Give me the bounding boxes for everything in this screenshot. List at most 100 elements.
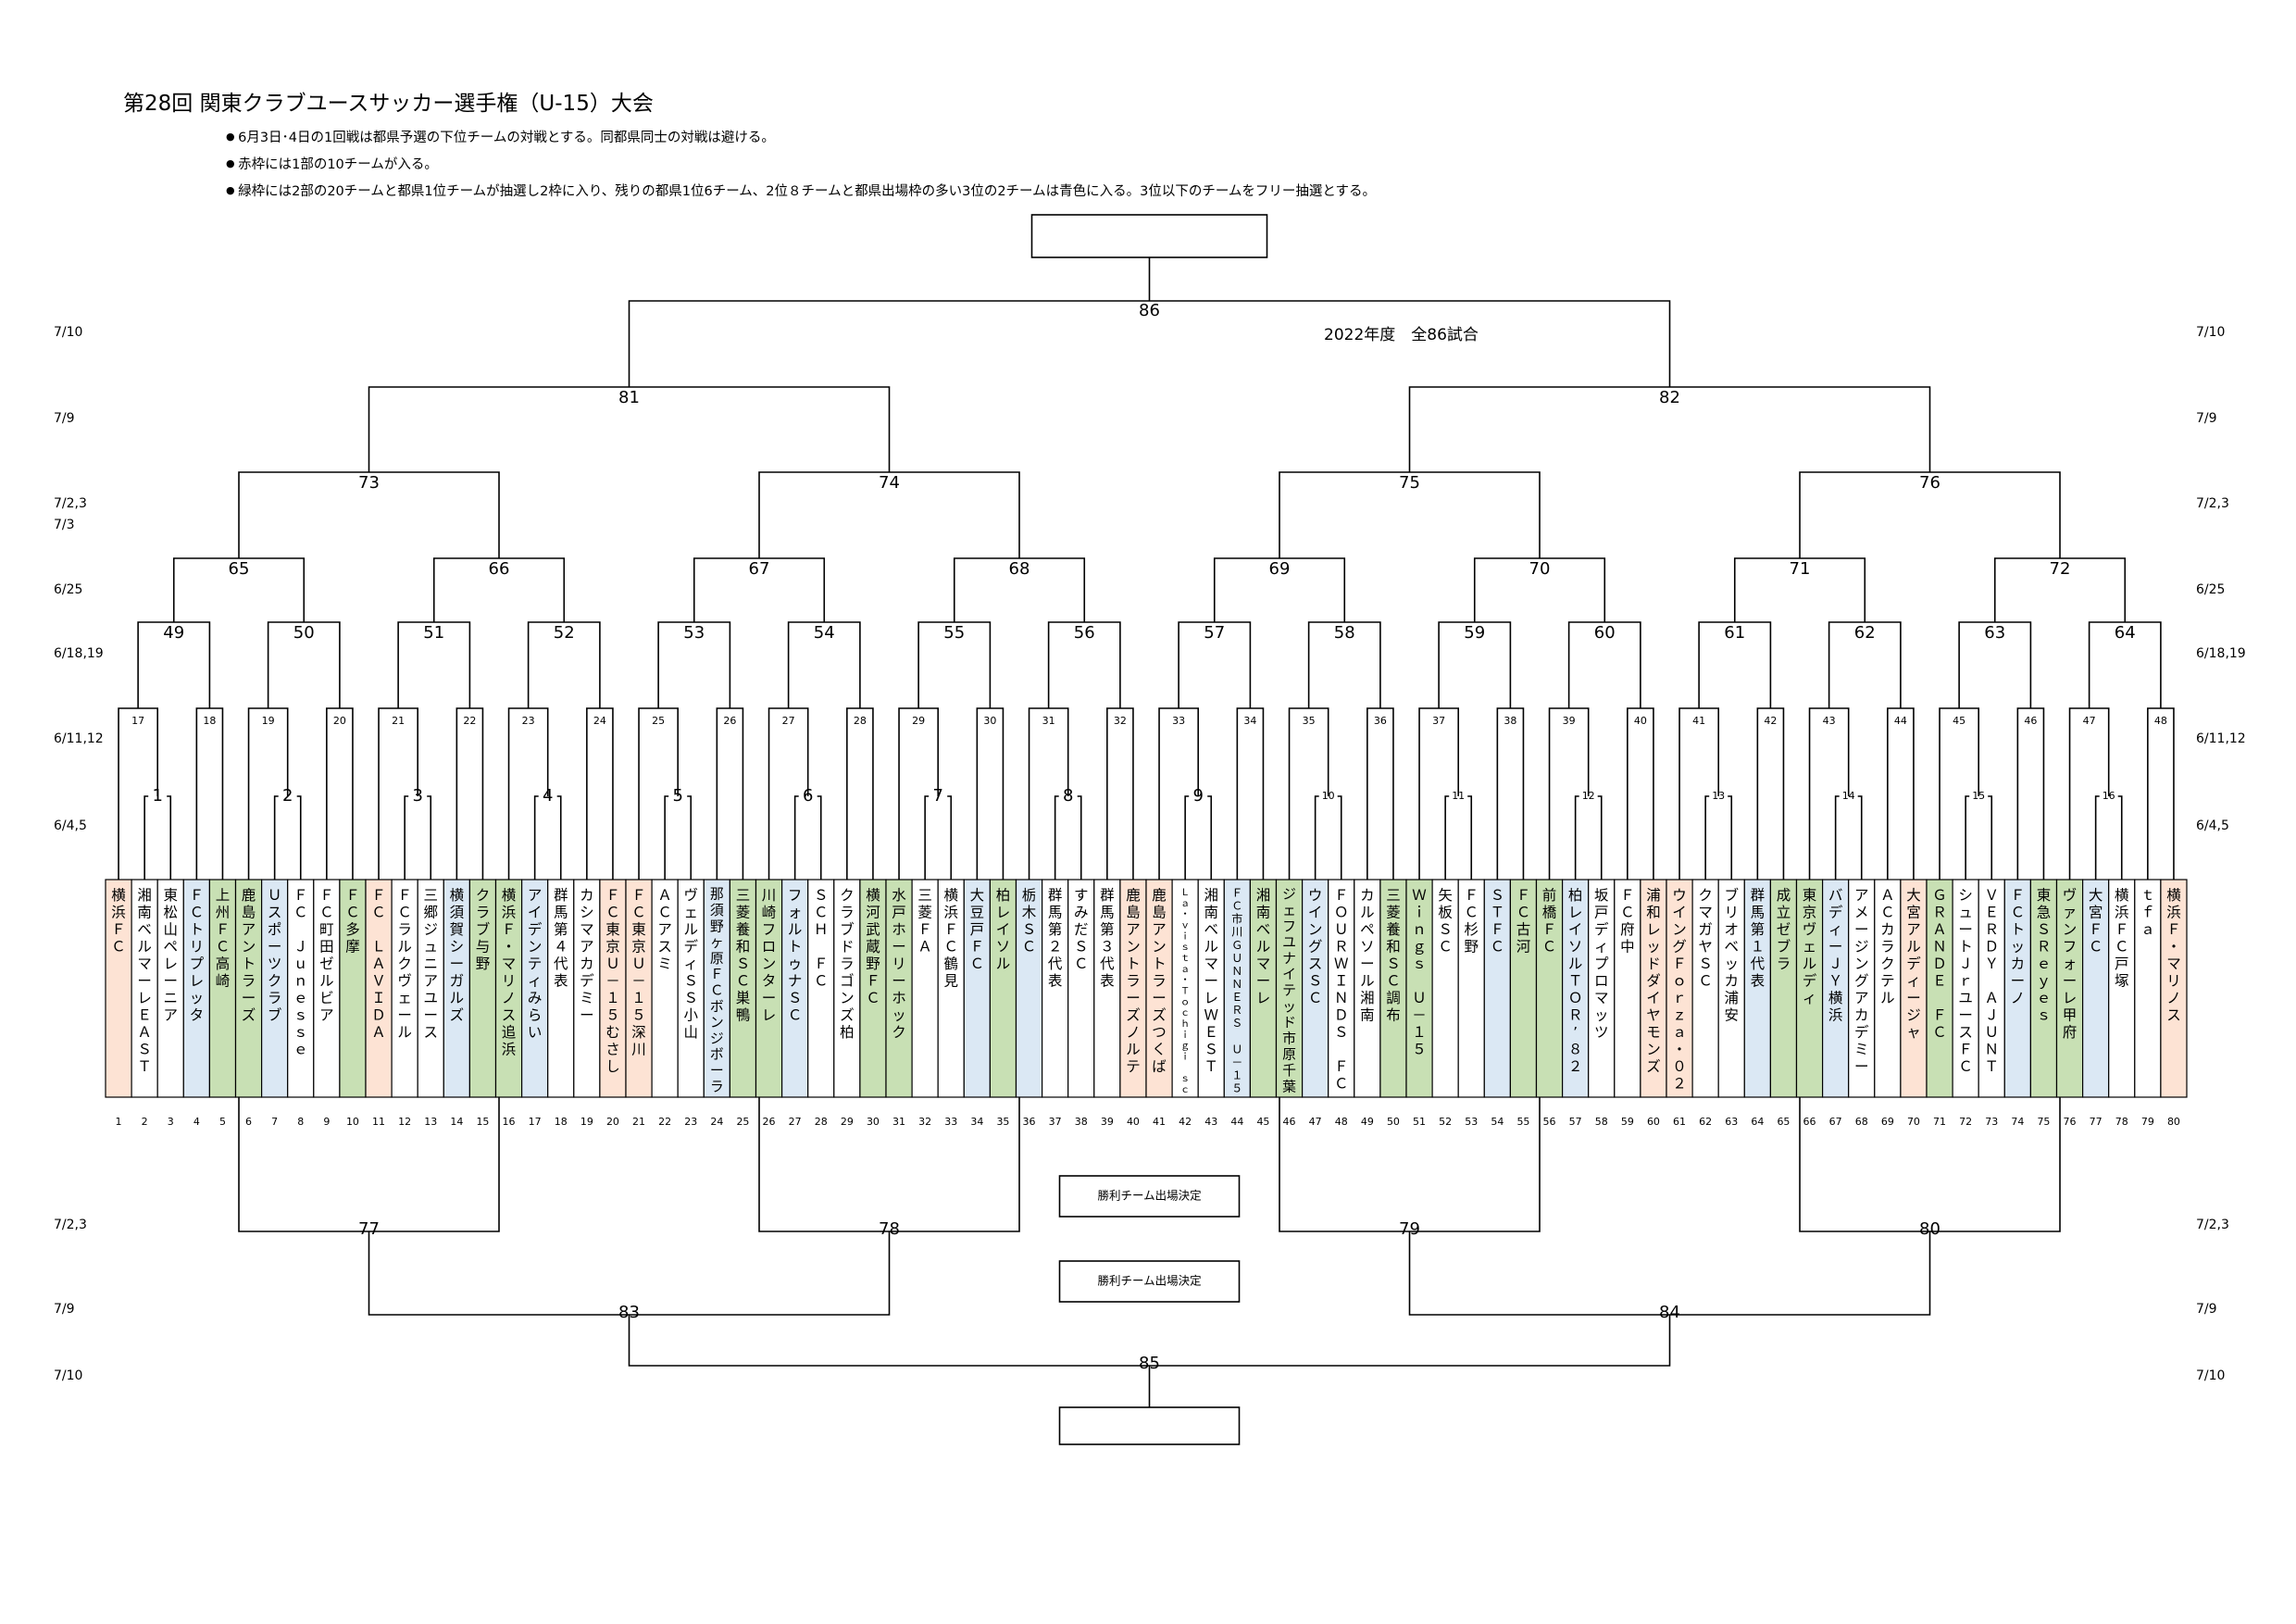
team-name-char: 見 <box>943 972 958 989</box>
team-name-char: マ <box>1594 990 1609 1006</box>
team-name-char: Ｕ <box>1231 952 1242 965</box>
match-number-r3: 63 <box>1984 623 2005 643</box>
team-number: 60 <box>1647 1116 1660 1128</box>
team-name-char: 浦 <box>1646 887 1661 904</box>
team-name-char: Ｓ <box>1308 972 1323 989</box>
team-name-char: シ <box>1958 887 1973 904</box>
team-number: 49 <box>1361 1116 1374 1128</box>
team-name-char: Ｃ <box>1438 938 1453 955</box>
team-name-char: ｚ <box>1672 1006 1687 1023</box>
team-number: 57 <box>1569 1116 1582 1128</box>
team-name-char: ル <box>1568 956 1583 972</box>
team-name-char: Ｆ <box>943 921 958 938</box>
team-name-char: 宮 <box>2089 904 2103 920</box>
team-name-char: イ <box>1646 990 1661 1006</box>
team-box <box>1405 879 1433 1098</box>
team-number: 2 <box>142 1116 148 1128</box>
team-name-char: ｓ <box>293 1024 308 1041</box>
team-name-char: Ｃ <box>1022 938 1037 955</box>
team-name-char: 表 <box>1100 972 1115 989</box>
team-name-char: ー <box>2063 972 2078 989</box>
team-name-char: 戸 <box>892 904 906 920</box>
team-name-char: Ｆ <box>2166 921 2181 938</box>
match-number-r3: 57 <box>1204 623 1225 643</box>
team-number: 31 <box>892 1116 905 1128</box>
note-item: 緑枠には2部の20チームと都県1位チームが抽選し2枠に入り、残りの都県1位6チー… <box>226 178 1376 205</box>
team-name-char: 馬 <box>554 904 568 920</box>
team-name-char: Ｃ <box>788 1006 803 1023</box>
team-name-char: ー <box>892 938 906 955</box>
team-name-char: ラ <box>1777 956 1791 972</box>
team-name-char: ン <box>242 938 256 955</box>
match-number-r3: 60 <box>1594 623 1616 643</box>
team-name-char: Ｔ <box>1568 972 1583 989</box>
team-name-char: ュ <box>1958 904 1973 920</box>
team-name-char: Ｆ <box>605 887 620 904</box>
team-name-char: レ <box>190 972 205 989</box>
match-number-r2: 28 <box>854 715 867 727</box>
team-box <box>1301 879 1329 1098</box>
team-name-char: 三 <box>736 887 751 904</box>
team-name-char: Ｗ <box>1412 887 1427 904</box>
team-name-char: ジ <box>423 921 438 938</box>
team-name-char: 深 <box>631 1024 646 1041</box>
team-number: 11 <box>372 1116 385 1128</box>
team-name-char: イ <box>1672 904 1687 920</box>
team-name-char: Ｆ <box>814 956 829 972</box>
team-name-char: 河 <box>1516 938 1531 955</box>
team-name-char: 菱 <box>736 904 751 920</box>
team-number: 66 <box>1803 1116 1816 1128</box>
team-name-char: ニ <box>423 956 438 972</box>
date-label-bottom-right: 7/10 <box>2196 1368 2225 1383</box>
team-name-char: ｕ <box>293 956 308 972</box>
match-number-r2: 36 <box>1374 715 1387 727</box>
team-name-char: 前 <box>1542 887 1557 904</box>
team-name-char: １ <box>1751 938 1766 955</box>
team-name-char: Ｃ <box>1516 904 1531 920</box>
team-name-char: ・ <box>502 938 517 955</box>
team-name-char: ル <box>1880 990 1895 1006</box>
team-name-char: － <box>1412 1006 1427 1023</box>
team-name-char: ヤ <box>1646 1006 1661 1023</box>
date-label-right: 7/2,3 <box>2196 496 2229 511</box>
team-name-char: 代 <box>554 956 568 972</box>
team-number: 74 <box>2011 1116 2024 1128</box>
team-name-char: ン <box>528 938 543 955</box>
team-name-char: く <box>1152 1041 1167 1057</box>
team-name-char: Ｔ <box>1180 987 1190 997</box>
team-number: 64 <box>1751 1116 1764 1128</box>
team-name-char: ャ <box>1906 1024 1921 1041</box>
match-number-r5: 74 <box>879 473 900 493</box>
team-name-char: ツ <box>1594 1024 1609 1041</box>
date-label-left: 7/3 <box>54 518 75 532</box>
team-name-char: ペ <box>1360 921 1375 938</box>
team-name-char: Ｖ <box>371 972 386 989</box>
team-name-char: デ <box>1828 903 1843 920</box>
team-name-char: 湘 <box>1256 887 1271 904</box>
team-name-char: ー <box>1958 921 1973 938</box>
team-box <box>1483 879 1512 1098</box>
team-number: 16 <box>503 1116 516 1128</box>
team-name-char: ｉ <box>1180 1052 1190 1063</box>
team-name-char: マ <box>1698 904 1713 920</box>
bracket-line <box>1444 795 1473 880</box>
champion-box <box>1030 214 1268 258</box>
team-name-char: Ｒ <box>1984 921 1999 938</box>
team-name-char: カ <box>580 956 594 972</box>
team-name-char: ヴ <box>2063 887 2078 904</box>
bracket-line <box>404 795 432 880</box>
team-name-char: Ｅ <box>1984 904 1999 920</box>
team-name-char: 浦 <box>1724 990 1739 1006</box>
match-number-b3: 85 <box>1139 1354 1160 1373</box>
date-label-bottom-left: 7/9 <box>54 1302 75 1317</box>
team-name-char: 川 <box>631 1041 646 1057</box>
team-number: 22 <box>658 1116 671 1128</box>
team-name-char <box>293 921 308 938</box>
team-name-char: ア <box>1854 990 1869 1006</box>
team-name-char: Ａ <box>917 938 932 955</box>
team-number: 1 <box>116 1116 122 1128</box>
team-name-char: ｏ <box>1672 972 1687 989</box>
team-name-char: Ｒ <box>1231 1004 1242 1017</box>
team-name-char: Ｆ <box>1464 887 1479 904</box>
